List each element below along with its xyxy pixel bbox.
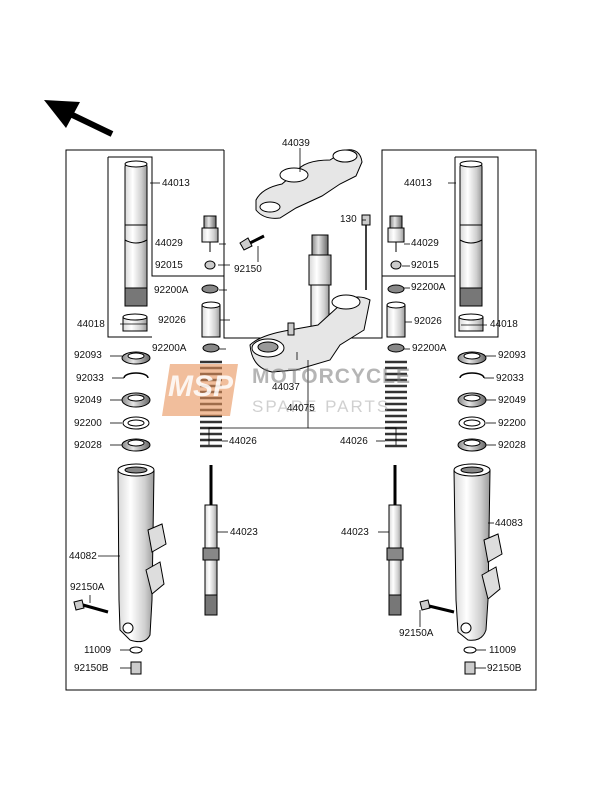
left-fork-parts: [73, 160, 222, 675]
part-label-92200A-top-left: 92200A: [154, 285, 189, 296]
part-label-92093-left: 92093: [74, 350, 102, 361]
part-label-92200A-mid-right: 92200A: [412, 343, 447, 354]
watermark-line1: MOTORCYCLE: [252, 365, 411, 388]
part-label-92049-right: 92049: [498, 395, 526, 406]
part-label-92150A-right: 92150A: [399, 628, 434, 639]
part-label-44013-right: 44013: [404, 178, 432, 189]
part-label-92049-left: 92049: [74, 395, 102, 406]
part-label-44018-right: 44018: [490, 319, 518, 330]
watermark-line2: SPARE PARTS: [252, 397, 391, 416]
part-label-44026-left: 44026: [229, 436, 257, 447]
part-label-92200-left: 92200: [74, 418, 102, 429]
part-label-92015-left: 92015: [155, 260, 183, 271]
part-label-92150B-right: 92150B: [487, 663, 522, 674]
part-label-44039: 44039: [282, 138, 310, 149]
watermark-logo: [162, 364, 238, 416]
part-label-92028-right: 92028: [498, 440, 526, 451]
part-label-92026-left: 92026: [158, 315, 186, 326]
part-label-92200-right: 92200: [498, 418, 526, 429]
part-label-44018-left: 44018: [77, 319, 105, 330]
part-label-44026-right: 44026: [340, 436, 368, 447]
part-label-44013-left: 44013: [162, 178, 190, 189]
watermark-logo-text: MSP: [168, 370, 234, 403]
part-label-44023-right: 44023: [341, 527, 369, 538]
part-label-92033-left: 92033: [76, 373, 104, 384]
part-label-44082: 44082: [69, 551, 97, 562]
part-label-92200A-mid-left: 92200A: [152, 343, 187, 354]
part-label-44029-right: 44029: [411, 238, 439, 249]
part-label-44083: 44083: [495, 518, 523, 529]
part-label-44075: 44075: [287, 403, 315, 414]
center-steering-parts: [239, 149, 371, 373]
front-direction-arrow: [44, 100, 114, 137]
part-label-92200A-top-right: 92200A: [411, 282, 446, 293]
part-label-92150B-left: 92150B: [74, 663, 109, 674]
right-fork-parts: [385, 160, 503, 675]
part-label-92093-right: 92093: [498, 350, 526, 361]
part-label-92015-right: 92015: [411, 260, 439, 271]
part-label-92033-right: 92033: [496, 373, 524, 384]
part-label-130: 130: [340, 214, 357, 225]
part-label-44037: 44037: [272, 382, 300, 393]
part-label-11009-left: 11009: [84, 645, 112, 656]
part-label-44029-left: 44029: [155, 238, 183, 249]
part-label-92150: 92150: [234, 264, 262, 275]
part-label-44023-left: 44023: [230, 527, 258, 538]
leader-lines: [89, 148, 496, 669]
part-label-11009-right: 11009: [489, 645, 517, 656]
part-label-92026-right: 92026: [414, 316, 442, 327]
part-label-92028-left: 92028: [74, 440, 102, 451]
part-label-92150A-left: 92150A: [70, 582, 105, 593]
